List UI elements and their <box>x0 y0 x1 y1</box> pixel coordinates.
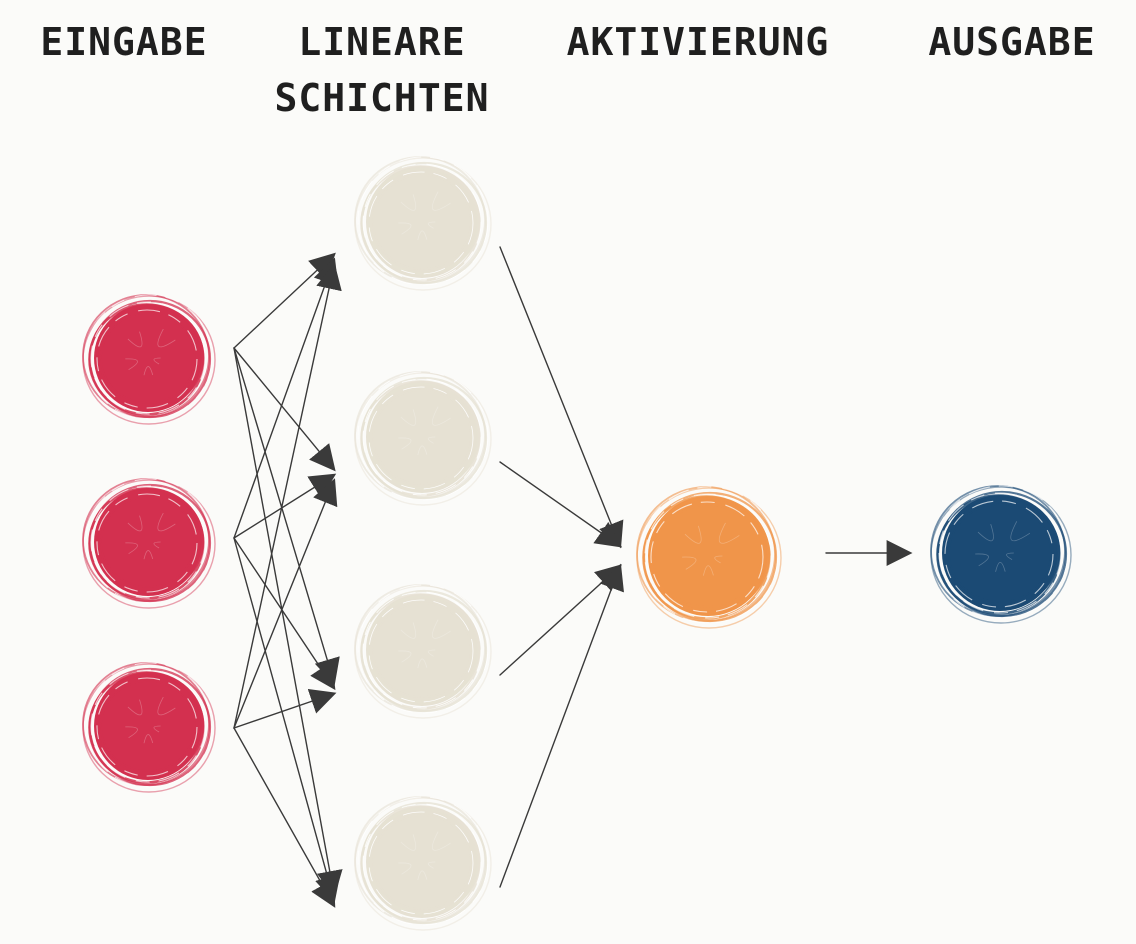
activation-label: AKTIVIERUNG <box>566 20 830 64</box>
edge-hidden-3-to-activation <box>499 564 622 676</box>
linear-layers-label-line2: SCHICHTEN <box>274 76 490 120</box>
edge-input-2-to-hidden-2 <box>233 473 337 539</box>
linear-layers-label: LINEARE SCHICHTEN <box>248 14 516 126</box>
hidden-node-2 <box>354 371 492 506</box>
edge-input-3-to-hidden-3 <box>233 688 337 729</box>
edge-hidden-2-to-activation <box>499 461 623 548</box>
activation-node <box>636 486 782 629</box>
hidden-node-1 <box>354 156 492 291</box>
input-node-3 <box>82 662 216 793</box>
edge-input-2-to-hidden-1 <box>233 257 339 539</box>
output-label: AUSGABE <box>928 20 1096 64</box>
hidden-node-4 <box>354 796 492 931</box>
input-node-2 <box>82 478 216 609</box>
edge-hidden-4-to-activation <box>499 563 624 888</box>
edge-input-1-to-hidden-2 <box>233 347 336 472</box>
edge-input-1-to-hidden-4 <box>233 347 343 897</box>
hidden-node-3 <box>354 584 492 719</box>
edge-input-2-to-hidden-3 <box>233 537 336 691</box>
output-node <box>930 485 1072 624</box>
edge-input-2-to-hidden-4 <box>233 537 341 903</box>
input-layer-label: EINGABE <box>40 20 208 64</box>
linear-layers-label-line1: LINEARE <box>298 20 466 64</box>
edge-hidden-1-to-activation <box>499 246 624 549</box>
edge-input-3-to-hidden-1 <box>233 263 342 729</box>
edge-group <box>233 246 913 908</box>
edge-input-1-to-hidden-3 <box>233 347 340 685</box>
input-node-1 <box>82 294 216 425</box>
edge-input-3-to-hidden-4 <box>233 727 336 908</box>
edge-input-3-to-hidden-2 <box>233 478 338 729</box>
node-group <box>82 156 1072 931</box>
